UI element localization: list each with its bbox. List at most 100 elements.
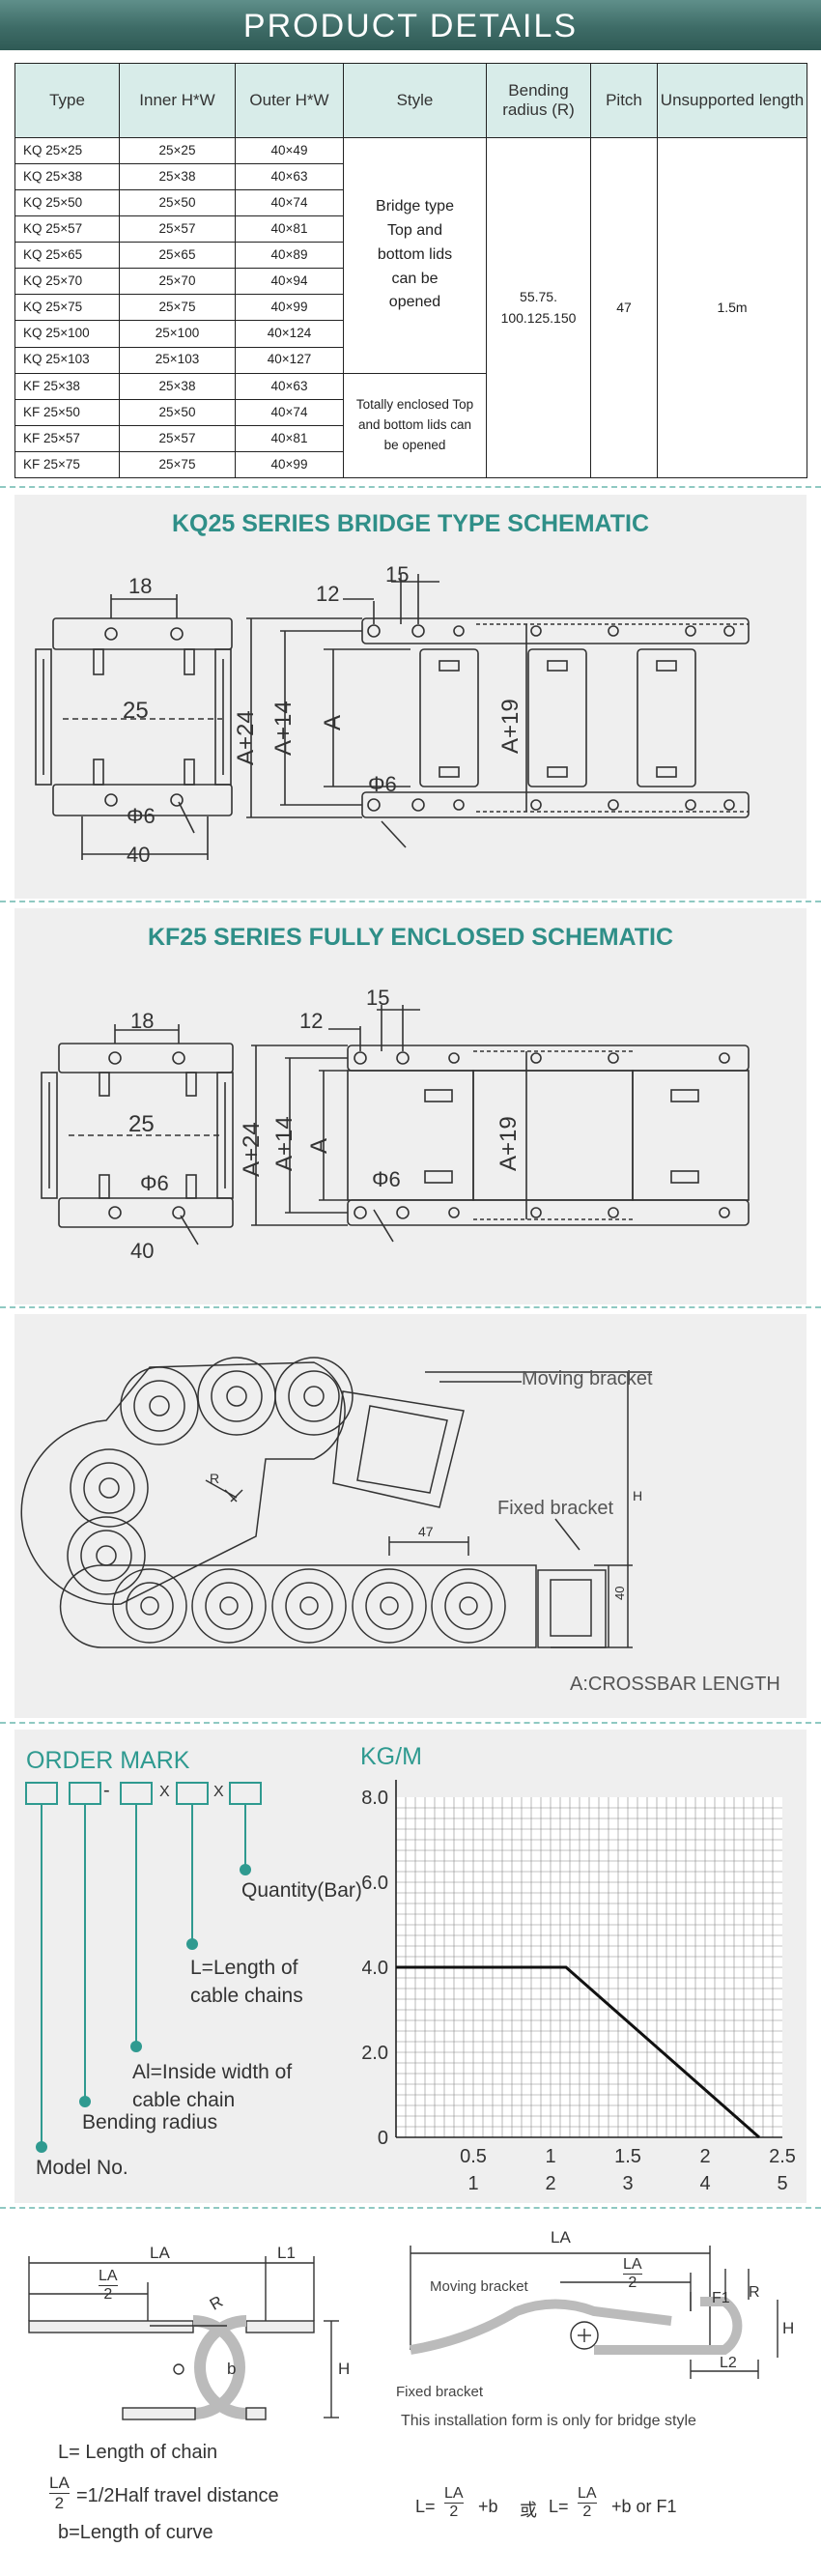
- chart-x-tick-label-secondary: 1: [467, 2173, 478, 2194]
- dim-a-plus-14: A+14: [270, 701, 297, 756]
- dim-a-plus-24: A+24: [239, 1122, 265, 1177]
- divider: [0, 2207, 821, 2209]
- frac-denominator: 2: [623, 2274, 642, 2292]
- install-right-r: R: [749, 2284, 760, 2301]
- page-title: PRODUCT DETAILS: [242, 8, 579, 44]
- chart-y-tick-label: 4.0: [362, 1958, 388, 1979]
- install-note: This installation form is only for bridg…: [401, 2413, 696, 2429]
- col-header-type: Type: [14, 63, 120, 138]
- cell-outer: 40×63: [235, 163, 344, 191]
- cell-inner: 25×75: [119, 450, 236, 479]
- pitch-label: 47: [418, 1524, 434, 1539]
- chart-x-tick-label-secondary: 3: [622, 2173, 633, 2194]
- chart-x-tick-label: 1.5: [614, 2146, 641, 2167]
- divider: [0, 1722, 821, 1724]
- install-right-l2: L2: [720, 2355, 737, 2371]
- divider: [0, 901, 821, 902]
- cell-inner: 25×57: [119, 215, 236, 243]
- install-left-h: H: [338, 2360, 351, 2378]
- cell-inner: 25×103: [119, 346, 236, 374]
- formula-or-cn: 或: [520, 2501, 537, 2520]
- kf-schematic-panel: KF25 SERIES FULLY ENCLOSED SCHEMATIC: [14, 908, 807, 1304]
- formula-l2: L=: [549, 2497, 569, 2516]
- install-right-f1: F1: [712, 2290, 730, 2306]
- note-half-travel: =1/2Half travel distance: [76, 2485, 279, 2506]
- height-h-label: H: [633, 1488, 643, 1503]
- cell-inner: 25×25: [119, 136, 236, 165]
- frac-denominator: 2: [99, 2285, 118, 2304]
- cell-type: KF 25×57: [14, 424, 120, 452]
- dim-18: 18: [128, 574, 153, 598]
- order-mark-title: ORDER MARK: [26, 1747, 190, 1774]
- cell-inner: 25×38: [119, 372, 236, 400]
- cell-outer: 40×74: [235, 398, 344, 426]
- install-left-l1: L1: [277, 2244, 296, 2262]
- table-row: KF 25×38 25×38 40×63 Totally enclosed To…: [14, 372, 807, 479]
- chart-title: KG/M: [360, 1743, 422, 1770]
- frac-numerator: LA: [99, 2268, 118, 2284]
- frac-denominator: 2: [578, 2503, 597, 2521]
- cell-inner: 25×70: [119, 268, 236, 296]
- col-header-style: Style: [343, 63, 487, 138]
- cell-inner: 25×50: [119, 398, 236, 426]
- cell-outer: 40×94: [235, 268, 344, 296]
- note-half-fraction: LA 2: [49, 2474, 70, 2513]
- dim-15: 15: [366, 986, 390, 1010]
- spec-table: Type Inner H*W Outer H*W Style Bending r…: [14, 63, 807, 479]
- dim-40: 40: [127, 843, 151, 867]
- note-length-of-curve: b=Length of curve: [58, 2522, 213, 2543]
- dim-25: 25: [128, 1111, 155, 1137]
- radius-label: R: [210, 1471, 220, 1486]
- cell-outer: 40×81: [235, 215, 344, 243]
- dim-12: 12: [316, 582, 340, 606]
- formula-frac-2: LA 2: [578, 2485, 597, 2521]
- installation-drawing: [28, 2246, 779, 2420]
- dim-a-plus-19: A+19: [495, 1116, 522, 1171]
- col-header-pitch: Pitch: [590, 63, 658, 138]
- divider: [0, 486, 821, 488]
- kq-schematic-drawing: [35, 574, 750, 860]
- order-length: L=Length of cable chains: [190, 1957, 303, 2008]
- cell-outer: 40×63: [235, 372, 344, 400]
- dim-a-plus-24: A+24: [233, 710, 259, 765]
- cell-outer: 40×124: [235, 320, 344, 348]
- order-inside-width: Al=Inside width of cable chain: [132, 2061, 293, 2112]
- note-length-of-chain: L= Length of chain: [58, 2442, 218, 2463]
- cell-type: KQ 25×38: [14, 163, 120, 191]
- cell-outer: 40×89: [235, 242, 344, 270]
- order-model-no: Model No.: [36, 2157, 128, 2179]
- cell-inner: 25×57: [119, 424, 236, 452]
- formula-frac-1: LA 2: [444, 2485, 464, 2521]
- chart-x-tick-label: 0.5: [460, 2146, 487, 2167]
- cell-outer: 40×81: [235, 424, 344, 452]
- chart-x-tick-label: 2.5: [769, 2146, 796, 2167]
- spec-table-wrap: Type Inner H*W Outer H*W Style Bending r…: [14, 63, 807, 479]
- chart-x-tick-label: 2: [699, 2146, 710, 2167]
- frac-denominator: 2: [444, 2503, 464, 2521]
- chart-x-tick-label-secondary: 5: [777, 2173, 787, 2194]
- install-right-h: H: [782, 2319, 795, 2337]
- kq-schematic-title: KQ25 SERIES BRIDGE TYPE SCHEMATIC: [171, 510, 650, 537]
- install-left-b: b: [227, 2360, 237, 2378]
- dim-a-plus-14: A+14: [271, 1116, 297, 1171]
- frac-numerator: LA: [578, 2485, 597, 2502]
- col-header-bending-radius: Bending radius (R): [486, 63, 591, 138]
- frac-numerator: LA: [444, 2485, 464, 2502]
- dim-15: 15: [385, 562, 410, 587]
- cell-type: KQ 25×25: [14, 136, 120, 165]
- cell-type: KQ 25×50: [14, 189, 120, 217]
- formula-plus-b: +b: [478, 2497, 498, 2516]
- dim-a: A: [320, 714, 346, 730]
- cell-type: KQ 25×65: [14, 242, 120, 270]
- cell-inner: 25×50: [119, 189, 236, 217]
- dim-phi6-right: Φ6: [368, 772, 397, 796]
- chart-x-tick-label: 1: [545, 2146, 555, 2167]
- cell-inner: 25×100: [119, 320, 236, 348]
- kq-schematic-panel: KQ25 SERIES BRIDGE TYPE SCHEMATIC: [14, 495, 807, 899]
